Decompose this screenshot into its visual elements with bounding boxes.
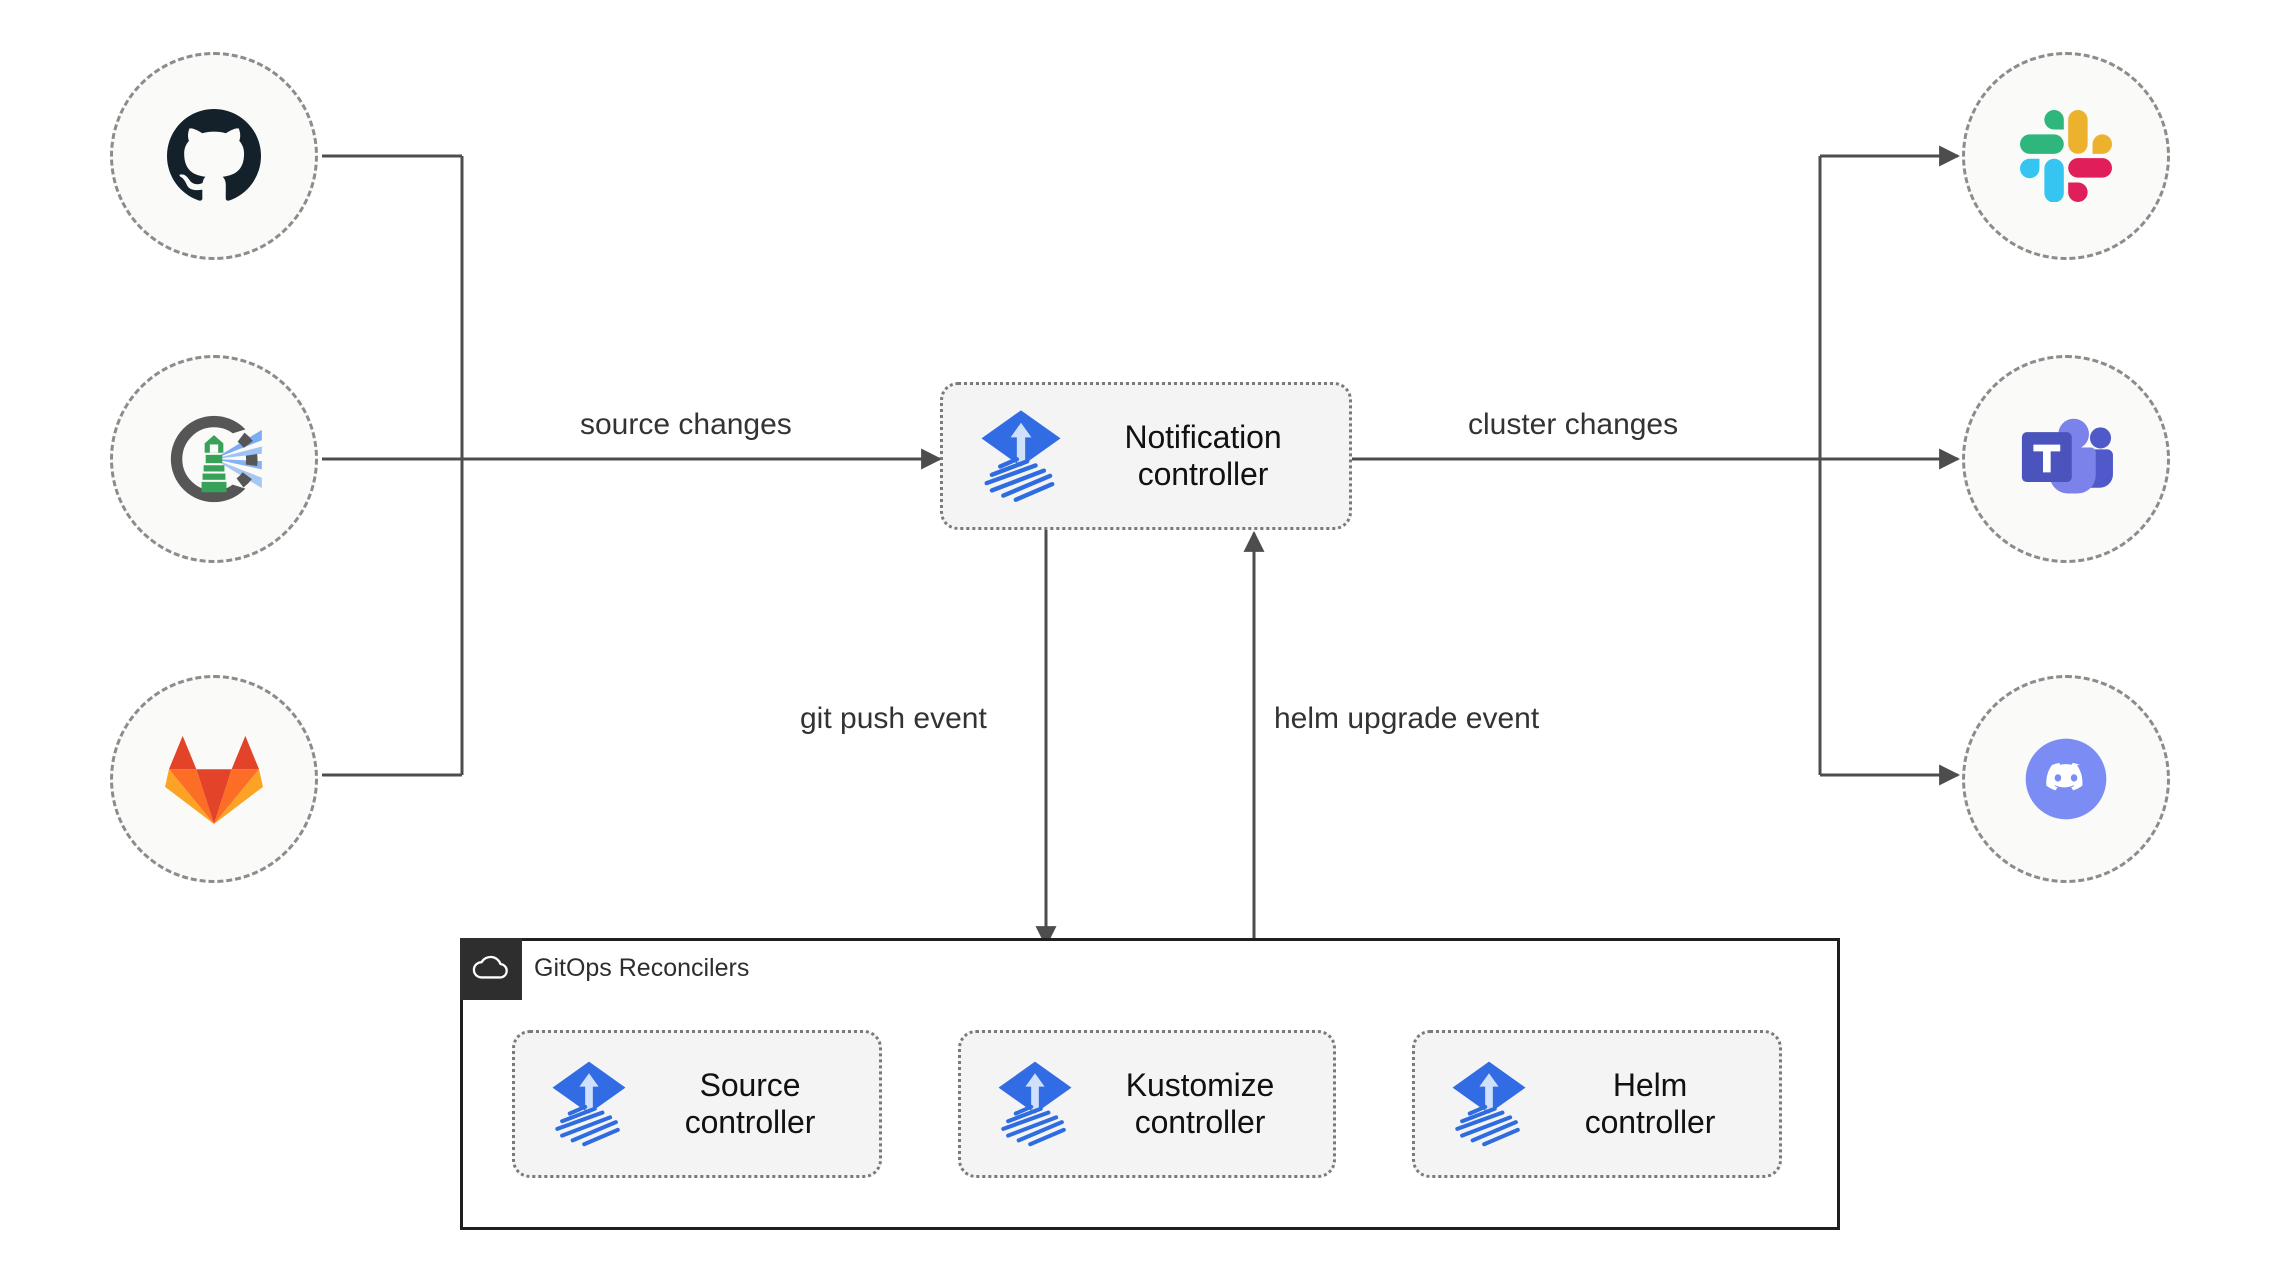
notification-controller-label: Notification controller [1081, 419, 1349, 494]
flux-icon [1441, 1054, 1537, 1155]
source-controller-box[interactable]: Source controller [512, 1030, 882, 1178]
edge-label-cluster-changes: cluster changes [1468, 408, 1679, 441]
notification-controller-name-line1: Notification [1124, 418, 1282, 455]
flux-icon [969, 402, 1073, 511]
source-controller-name-line1: Source [699, 1066, 801, 1103]
edge-label-git-push-event: git push event [800, 702, 987, 735]
source-node-gitlab[interactable] [110, 675, 318, 883]
teams-icon [2016, 413, 2116, 505]
target-node-teams[interactable] [1962, 355, 2170, 563]
source-node-github[interactable] [110, 52, 318, 260]
helm-controller-name-line2: controller [1584, 1104, 1716, 1140]
gitops-reconcilers-title: GitOps Reconcilers [534, 954, 750, 982]
cloud-icon [472, 954, 510, 985]
github-icon [167, 109, 261, 203]
notification-controller-box[interactable]: Notification controller [940, 382, 1352, 530]
helm-controller-label: Helm controller [1545, 1067, 1779, 1142]
edge-label-helm-upgrade-event: helm upgrade event [1274, 702, 1540, 735]
kustomize-controller-box[interactable]: Kustomize controller [958, 1030, 1336, 1178]
helm-controller-name-line1: Helm [1612, 1066, 1688, 1103]
helm-controller-box[interactable]: Helm controller [1412, 1030, 1782, 1178]
kustomize-controller-label: Kustomize controller [1091, 1067, 1333, 1142]
flux-icon [541, 1054, 637, 1155]
gitops-reconcilers-header [460, 938, 522, 1000]
kustomize-controller-name-line2: controller [1134, 1104, 1266, 1140]
target-node-slack[interactable] [1962, 52, 2170, 260]
edge-label-source-changes: source changes [580, 408, 792, 441]
source-node-harbor[interactable] [110, 355, 318, 563]
slack-icon [2020, 110, 2112, 202]
source-controller-label: Source controller [645, 1067, 879, 1142]
discord-icon [2018, 731, 2114, 827]
harbor-icon [162, 407, 266, 511]
gitlab-icon [165, 732, 263, 826]
notification-controller-name-line2: controller [1137, 456, 1269, 492]
kustomize-controller-name-line1: Kustomize [1125, 1066, 1275, 1103]
source-controller-name-line2: controller [684, 1104, 816, 1140]
target-node-discord[interactable] [1962, 675, 2170, 883]
flux-icon [987, 1054, 1083, 1155]
